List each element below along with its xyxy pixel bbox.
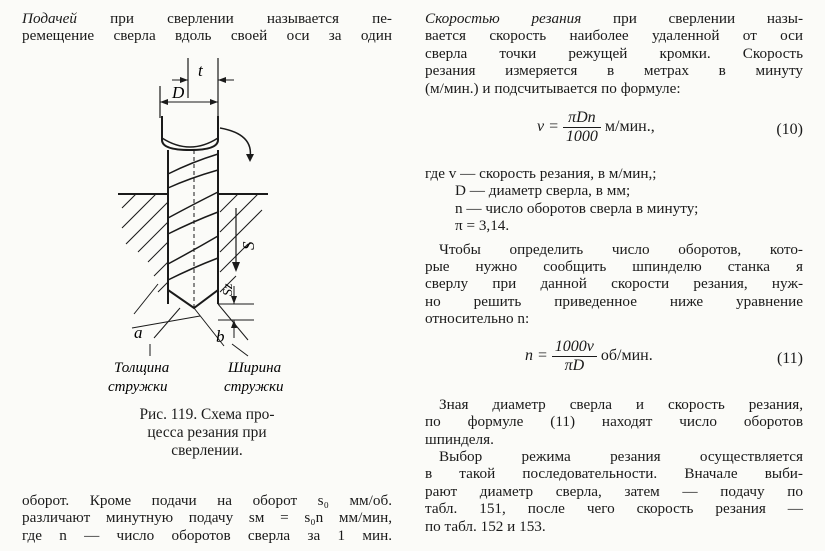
knowing-paragraph: Зная диаметр сверла и скорость резания, … (425, 396, 803, 448)
drill-flutes (167, 153, 219, 281)
text-line: в такой последовательности. Вначале выби… (425, 465, 803, 483)
text-line: но решить приведенное ниже уравнение (425, 292, 803, 310)
formula-11: n = 1000v πD об/мин. (11) (525, 337, 803, 375)
text-line: вается скорость наиболее удаленной от ос… (425, 27, 803, 45)
mode-selection-paragraph: Выбор режима резания осуществляется в та… (425, 448, 803, 535)
text-line: рые нужно сообщить шпинделю станка я (425, 258, 803, 276)
text-line: Зная диаметр сверла и скорость резания, (439, 395, 803, 413)
label-thickness: Толщина (114, 360, 169, 376)
drill-cutting-diagram: t D (108, 58, 284, 395)
label-thickness-chip: стружки (108, 379, 168, 395)
cutting-speed-definition: Скоростью резания при сверлении назы- ва… (425, 10, 803, 97)
text-line: где n — число оборотов сверла за 1 мин. (22, 526, 392, 544)
text-line: π = 3,14. (455, 217, 510, 235)
equation-number: (11) (776, 349, 803, 367)
text-line: различают минутную подачу sм = s₀n мм/ми… (22, 509, 392, 527)
fraction: πDn 1000 (562, 109, 601, 146)
feed-continuation: оборот. Кроме подачи на оборот s₀ мм/об.… (22, 492, 392, 544)
text-line: (м/мин.) и подсчитывается по формуле: (425, 79, 681, 97)
text-line: сверлу при данной скорости резания, нуж- (425, 275, 803, 293)
equation-number: (10) (776, 121, 803, 139)
label-width: Ширина (227, 360, 281, 376)
text-line: ремещение сверла вдоль своей оси за один (22, 27, 392, 45)
label-D: D (171, 83, 185, 102)
label-t: t (198, 61, 204, 80)
variable-definitions: где v — скорость резания, в м/мин,; D — … (425, 165, 803, 235)
text-line: относительно n: (425, 310, 530, 328)
label-width-chip: стружки (224, 379, 284, 395)
hatching (121, 193, 263, 293)
text-line: n — число оборотов сверла в минуту; (455, 199, 699, 217)
left-column: Подачей при сверлении называется пе- рем… (22, 10, 392, 544)
text-line: табл. 151, после чего скорость резания — (425, 500, 803, 518)
term-feed: Подачей (22, 10, 78, 27)
label-a: a (134, 323, 143, 342)
text-line: Подачей при сверлении называется пе- (22, 10, 392, 27)
formula-10: v = πDn 1000 м/мин., (10) (537, 109, 803, 146)
rpm-paragraph: Чтобы определить число оборотов, кото- р… (425, 241, 803, 328)
fraction: 1000v πD (551, 338, 597, 375)
term-cutting-speed: Скоростью резания (425, 10, 582, 27)
text-line: по табл. 152 и 153. (425, 517, 546, 535)
text-line: оборот. Кроме подачи на оборот s₀ мм/об. (22, 492, 392, 509)
figure-caption: Рис. 119. Схема про- цесса резания при с… (139, 406, 275, 459)
label-S: S (239, 241, 258, 250)
feed-definition: Подачей при сверлении называется пе- рем… (22, 10, 392, 45)
label-Sz: Sz (221, 283, 236, 296)
text-line: сверла точки режущей кромки. Скорость (425, 44, 803, 62)
text-line: по формуле (11) находят число оборотов (425, 413, 803, 431)
text-line: Чтобы определить число оборотов, кото- (439, 240, 803, 258)
text-line: Скоростью резания при сверлении назы- (425, 10, 803, 27)
label-b: b (216, 327, 225, 346)
text-line: рают диаметр сверла, затем — подачу по (425, 482, 803, 500)
text-line: D — диаметр сверла, в мм; (455, 182, 631, 200)
text-line: резания измеряется в метрах в минуту (425, 62, 803, 80)
text-line: где v — скорость резания, в м/мин,; (425, 165, 657, 183)
right-column: Скоростью резания при сверлении назы- ва… (425, 10, 803, 535)
text-line: Выбор режима резания осуществляется (439, 447, 803, 465)
text-line: шпинделя. (425, 430, 494, 448)
